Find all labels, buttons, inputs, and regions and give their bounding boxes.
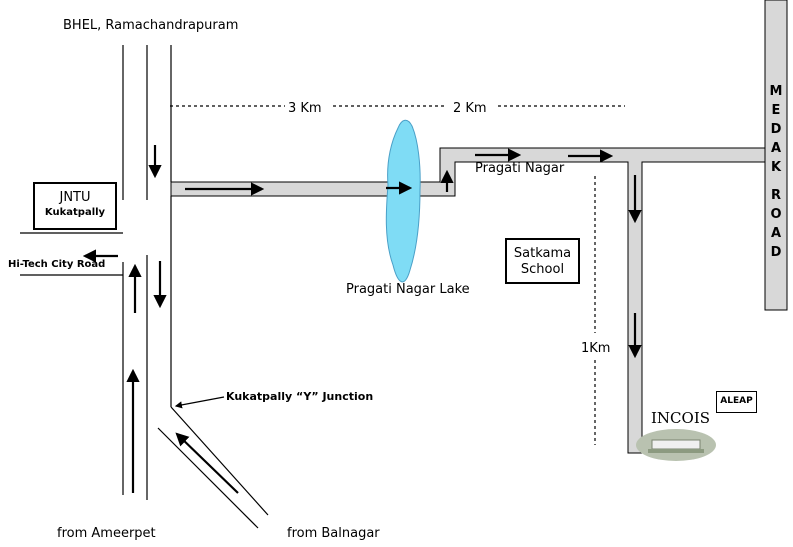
pragati-nagar-label: Pragati Nagar bbox=[475, 161, 565, 176]
lake-label: Pragati Nagar Lake bbox=[346, 282, 470, 297]
medak-letter: D bbox=[770, 122, 782, 137]
balnagar-road-lower-edge bbox=[157, 427, 259, 529]
hitech-city-road-label: Hi-Tech City Road bbox=[8, 259, 106, 270]
bhel-label: BHEL, Ramachandrapuram bbox=[63, 18, 239, 33]
medak-letter-spacer bbox=[769, 177, 783, 186]
pragati-nagar-road bbox=[170, 147, 766, 454]
distance-2km-label: 2 Km bbox=[453, 101, 487, 116]
medak-road-label: M E D A K R O A D bbox=[769, 82, 783, 262]
incois-label: INCOIS bbox=[651, 409, 711, 427]
road-letter: R bbox=[770, 188, 781, 203]
incois-building-base bbox=[648, 449, 704, 453]
road-letter: O bbox=[770, 207, 782, 222]
medak-letter: M bbox=[769, 84, 783, 99]
balnagar-road-upper-edge bbox=[170, 406, 269, 516]
aleap-box: ALEAP bbox=[716, 391, 757, 413]
satkama-school-box: Satkama School bbox=[505, 238, 580, 284]
incois-building-facade bbox=[651, 439, 701, 450]
medak-road bbox=[764, 0, 788, 311]
satkama-box-line1: Satkama bbox=[513, 246, 572, 261]
aleap-label: ALEAP bbox=[720, 396, 753, 406]
y-junction-label: Kukatpally “Y” Junction bbox=[226, 390, 374, 403]
medak-letter: E bbox=[771, 103, 781, 118]
medak-letter: A bbox=[770, 141, 782, 156]
lake-shape bbox=[385, 119, 421, 283]
jntu-landmark-box: JNTU Kukatpally bbox=[33, 182, 117, 230]
medak-letter: K bbox=[770, 160, 782, 175]
junction-pointer-arrow bbox=[174, 396, 225, 409]
road-letter: D bbox=[770, 245, 782, 260]
northwest-arrow-balnagar bbox=[175, 432, 239, 494]
jntu-box-subtitle: Kukatpally bbox=[44, 207, 106, 218]
distance-1km-label: 1Km bbox=[581, 341, 611, 356]
distance-3km-label: 3 Km bbox=[288, 101, 322, 116]
satkama-box-line2: School bbox=[520, 262, 565, 277]
road-letter: A bbox=[770, 226, 782, 241]
from-balnagar-label: from Balnagar bbox=[287, 526, 380, 541]
jntu-box-title: JNTU bbox=[59, 190, 91, 205]
from-ameerpet-label: from Ameerpet bbox=[57, 526, 156, 541]
